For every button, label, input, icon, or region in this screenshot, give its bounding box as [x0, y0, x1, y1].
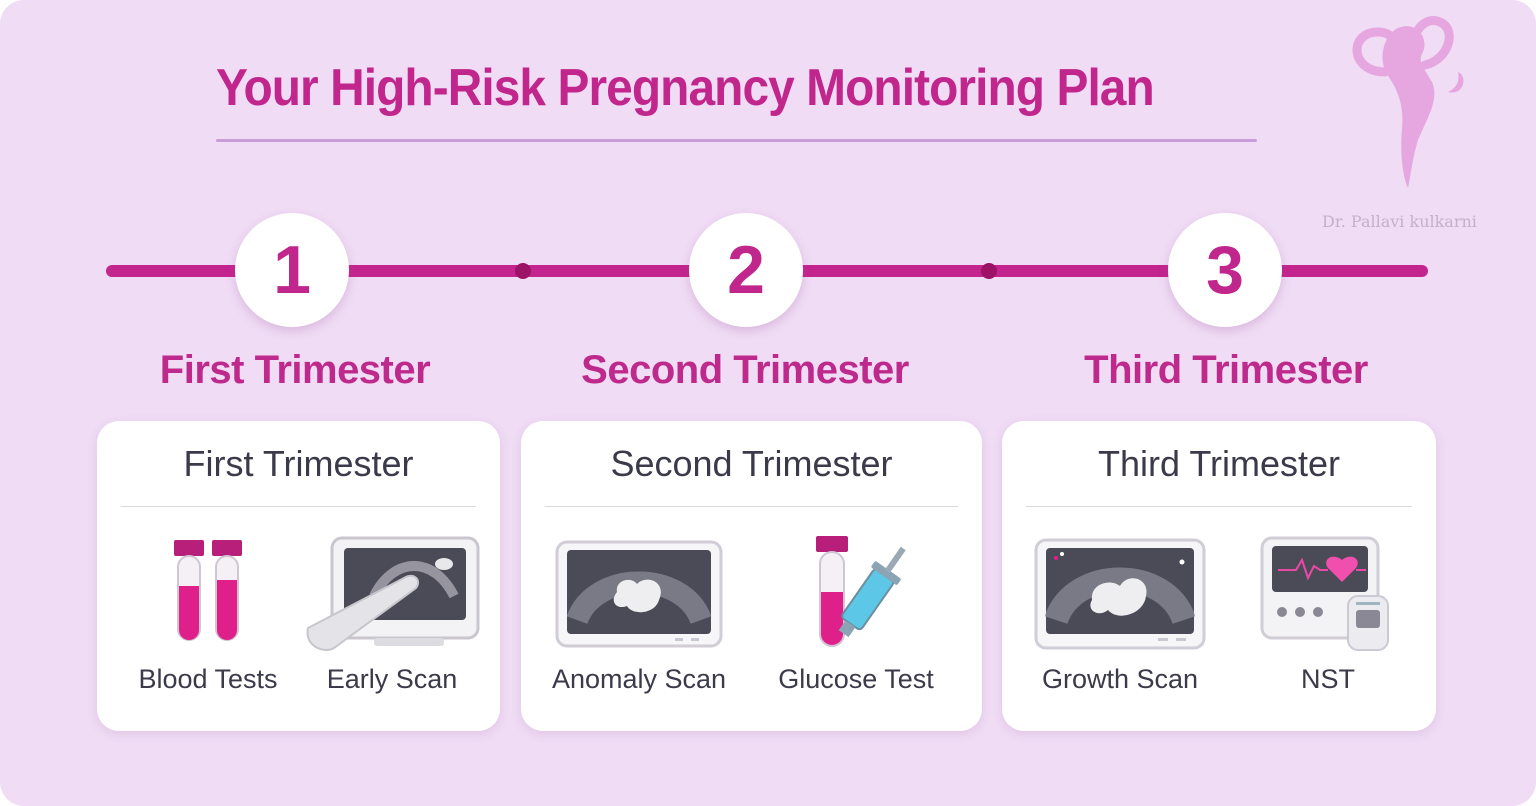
pregnancy-logo-icon — [1352, 16, 1464, 189]
blood-test-tubes-icon — [118, 531, 298, 656]
timeline-dot — [981, 263, 997, 279]
heart-monitor-icon — [1238, 531, 1418, 656]
item-label: Glucose Test — [778, 664, 934, 694]
item-label: NST — [1301, 664, 1355, 694]
ultrasound-fetus-icon — [549, 531, 729, 656]
item-label: Anomaly Scan — [551, 664, 727, 694]
card-third-trimester: Third Trimester Growth Scan — [1002, 421, 1436, 731]
ultrasound-fetus-icon — [1030, 531, 1210, 656]
card-title: First Trimester — [183, 443, 414, 484]
phase-label-second: Second Trimester — [581, 348, 909, 392]
phase-label-third: Third Trimester — [1084, 348, 1368, 392]
card-first-trimester: First Trimester Blood Tests — [97, 421, 500, 731]
card-divider — [1026, 506, 1412, 507]
page-title: Your High-Risk Pregnancy Monitoring Plan — [216, 59, 1155, 117]
card-divider — [121, 506, 476, 507]
step-3-badge: 3 — [1168, 213, 1282, 327]
item-label: Blood Tests — [138, 664, 278, 694]
ultrasound-probe-monitor-icon — [302, 531, 482, 656]
timeline-dot — [515, 263, 531, 279]
title-divider — [216, 139, 1257, 142]
step-2-badge: 2 — [689, 213, 803, 327]
test-tube-syringe-icon — [766, 531, 946, 656]
item-label: Growth Scan — [1041, 664, 1199, 694]
card-second-trimester: Second Trimester Anomaly Scan — [521, 421, 982, 731]
phase-label-first: First Trimester — [159, 348, 431, 392]
card-divider — [545, 506, 958, 507]
card-title: Third Trimester — [1097, 443, 1341, 484]
step-1-badge: 1 — [235, 213, 349, 327]
item-label: Early Scan — [326, 664, 458, 694]
author-credit: Dr. Pallavi kulkarni — [1322, 212, 1477, 231]
card-title: Second Trimester — [610, 443, 893, 484]
